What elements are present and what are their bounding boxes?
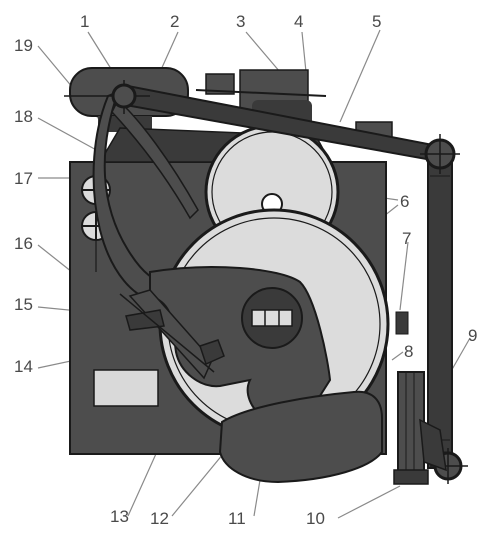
callout-1: 1 [80,12,90,31]
bottom-cylinder [393,371,447,485]
leader-2 [159,31,179,73]
callout-14: 14 [14,357,33,376]
callout-10: 10 [306,509,325,528]
callout-6: 6 [400,192,410,211]
leader-4 [301,31,307,73]
bottom-shoe [218,390,383,484]
hub [241,287,303,349]
callout-8: 8 [404,342,414,361]
callout-3: 3 [236,12,246,31]
callout-16: 16 [14,234,33,253]
callout-7: 7 [402,229,412,248]
guide-strut [111,98,199,220]
callout-15: 15 [14,295,33,314]
inspection-window [93,369,159,407]
leader-7 [399,241,409,311]
blade-assembly [119,289,225,380]
callout-17: 17 [14,169,33,188]
leader-10 [337,485,401,519]
leader-12 [171,447,229,517]
leader-16 [37,244,73,273]
callout-4: 4 [294,12,304,31]
callout-9: 9 [468,326,478,345]
leader-5 [339,29,381,123]
callout-13: 13 [110,507,129,526]
callout-5: 5 [372,12,382,31]
callout-11: 11 [228,509,246,528]
leader-3 [245,31,281,73]
callout-18: 18 [14,107,33,126]
callout-2: 2 [170,12,180,31]
leader-8 [391,351,404,361]
callout-19: 19 [14,36,33,55]
leader-18 [37,117,101,153]
callout-12: 12 [150,509,169,528]
